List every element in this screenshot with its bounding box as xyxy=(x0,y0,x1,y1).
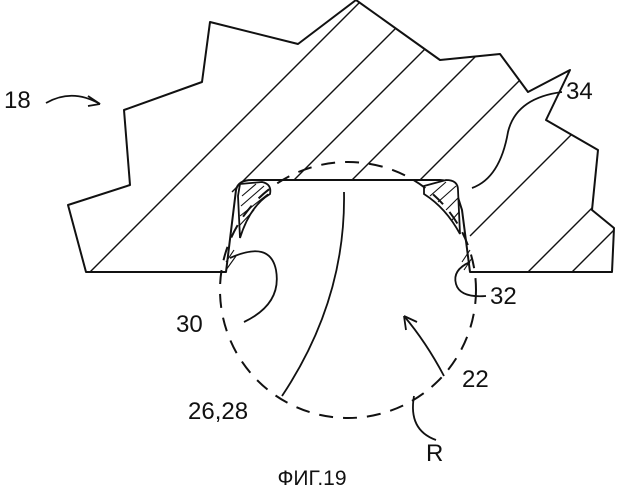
figure-caption: ФИГ.19 xyxy=(0,468,624,489)
label-34: 34 xyxy=(566,80,593,104)
arrow-18-head xyxy=(88,96,100,106)
left-insert xyxy=(238,182,270,238)
label-22: 22 xyxy=(462,368,489,392)
label-30: 30 xyxy=(176,313,203,337)
label-r: R xyxy=(426,442,443,466)
arrow-18 xyxy=(46,96,100,104)
label-26-28: 26,28 xyxy=(188,400,248,424)
label-32: 32 xyxy=(490,285,517,309)
body-outline xyxy=(68,0,614,272)
arrow-22 xyxy=(404,316,444,376)
leader-26-28 xyxy=(282,192,344,396)
label-18: 18 xyxy=(4,89,31,113)
leader-34 xyxy=(472,92,562,188)
leader-r xyxy=(413,396,436,440)
section-hatching xyxy=(90,0,624,272)
right-insert xyxy=(424,180,460,234)
leader-32 xyxy=(455,262,486,296)
leader-30 xyxy=(230,251,277,322)
